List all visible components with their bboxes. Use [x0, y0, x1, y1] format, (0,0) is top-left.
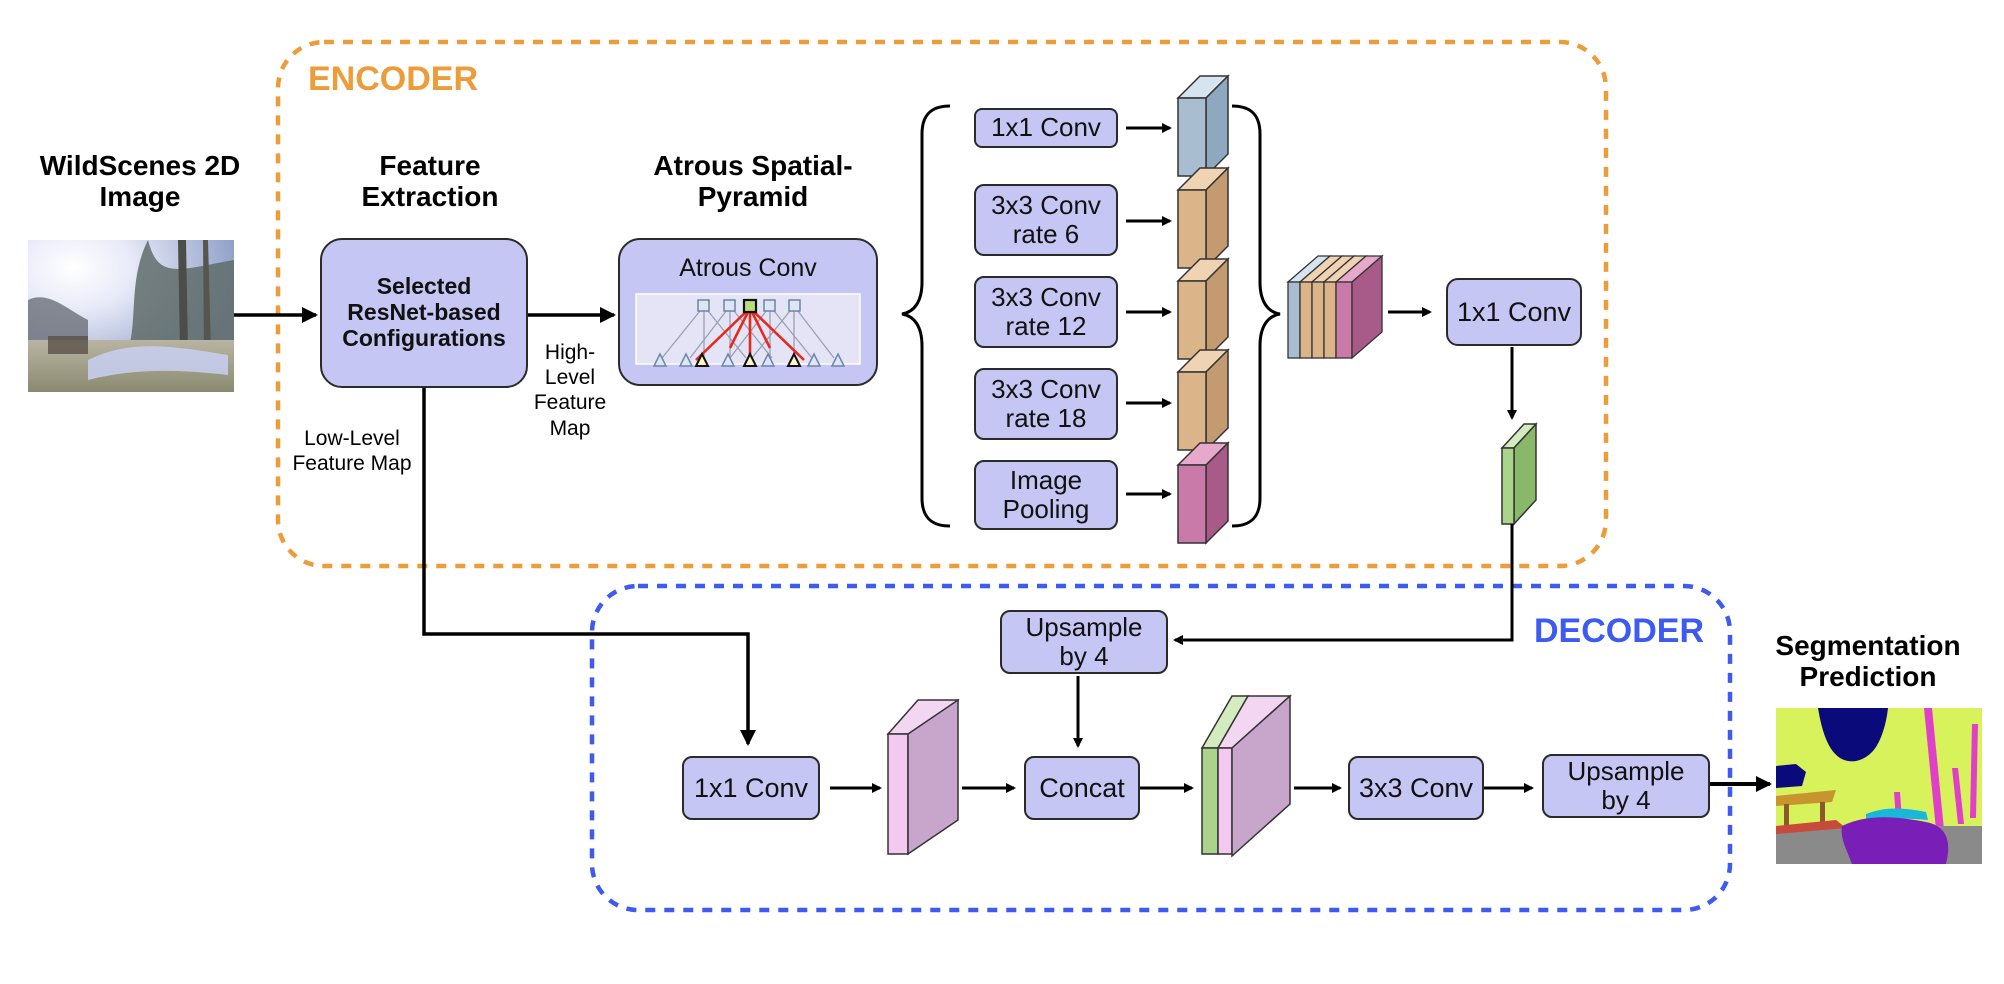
- encoder-1x1-conv: 1x1 Conv: [1446, 278, 1582, 346]
- feature-map-decoder-concat: [1200, 694, 1292, 858]
- aspp-branch-pooling-label: Image Pooling: [1002, 464, 1090, 524]
- decoder-1x1-conv-label: 1x1 Conv: [693, 772, 809, 803]
- brace-right: [1231, 104, 1281, 528]
- decoder-1x1-conv: 1x1 Conv: [682, 756, 820, 820]
- decoder-upsample-2: Upsample by 4: [1542, 754, 1710, 818]
- arrow-low-level-path: [422, 388, 756, 746]
- feature-map-branch-4: [1176, 348, 1230, 452]
- segmentation-heading: Segmentation Prediction: [1775, 630, 1961, 693]
- decoder-upsample-1: Upsample by 4: [1000, 610, 1168, 674]
- backbone-label: Selected ResNet-based Configurations: [342, 273, 506, 351]
- input-image-thumbnail: [28, 240, 234, 392]
- backbone-block: Selected ResNet-based Configurations: [320, 238, 528, 388]
- atrous-conv-block: Atrous Conv: [618, 238, 878, 386]
- encoder-label: ENCODER: [308, 60, 479, 98]
- decoder-upsample-2-label: Upsample by 4: [1567, 755, 1685, 815]
- feature-map-branch-3: [1176, 257, 1230, 361]
- aspp-heading: Atrous Spatial- Pyramid: [653, 150, 853, 213]
- atrous-conv-illustration: [635, 293, 861, 367]
- aspp-branch-1x1-label: 1x1 Conv: [991, 112, 1101, 143]
- segmentation-output-image: [1776, 708, 1982, 864]
- aspp-branch-rate6-label: 3x3 Conv rate 6: [991, 189, 1101, 249]
- decoder-3x3-conv-label: 3x3 Conv: [1358, 772, 1474, 803]
- feature-map-encoder-output: [1500, 422, 1538, 526]
- aspp-branch-rate18: 3x3 Conv rate 18: [974, 368, 1118, 440]
- feature-map-branch-5: [1176, 441, 1230, 545]
- input-image-heading: WildScenes 2D Image: [39, 150, 241, 213]
- aspp-branch-rate12-label: 3x3 Conv rate 12: [991, 281, 1101, 341]
- atrous-conv-label: Atrous Conv: [679, 254, 817, 282]
- feature-map-aspp-concat: [1286, 254, 1384, 360]
- aspp-branch-rate12: 3x3 Conv rate 12: [974, 276, 1118, 348]
- low-level-feature-map-label: Low-Level Feature Map: [292, 427, 412, 476]
- feature-map-low-level-reduced: [886, 698, 960, 856]
- concat-label: Concat: [1039, 772, 1125, 803]
- aspp-branch-rate6: 3x3 Conv rate 6: [974, 184, 1118, 256]
- feature-map-branch-2: [1176, 166, 1230, 270]
- decoder-3x3-conv: 3x3 Conv: [1348, 756, 1484, 820]
- encoder-1x1-conv-label: 1x1 Conv: [1456, 296, 1572, 327]
- arrow-encoder-to-upsample: [1173, 524, 1514, 645]
- decoder-label: DECODER: [1534, 612, 1705, 650]
- decoder-upsample-1-label: Upsample by 4: [1025, 611, 1143, 671]
- aspp-branch-rate18-label: 3x3 Conv rate 18: [991, 373, 1101, 433]
- aspp-branch-image-pooling: Image Pooling: [974, 460, 1118, 530]
- aspp-branch-1x1-conv: 1x1 Conv: [974, 108, 1118, 148]
- high-level-feature-map-label: High- Level Feature Map: [533, 341, 607, 440]
- brace-left: [901, 104, 951, 528]
- concat-block: Concat: [1024, 756, 1140, 820]
- feature-extraction-heading: Feature Extraction: [361, 150, 499, 213]
- feature-map-branch-1: [1176, 74, 1230, 178]
